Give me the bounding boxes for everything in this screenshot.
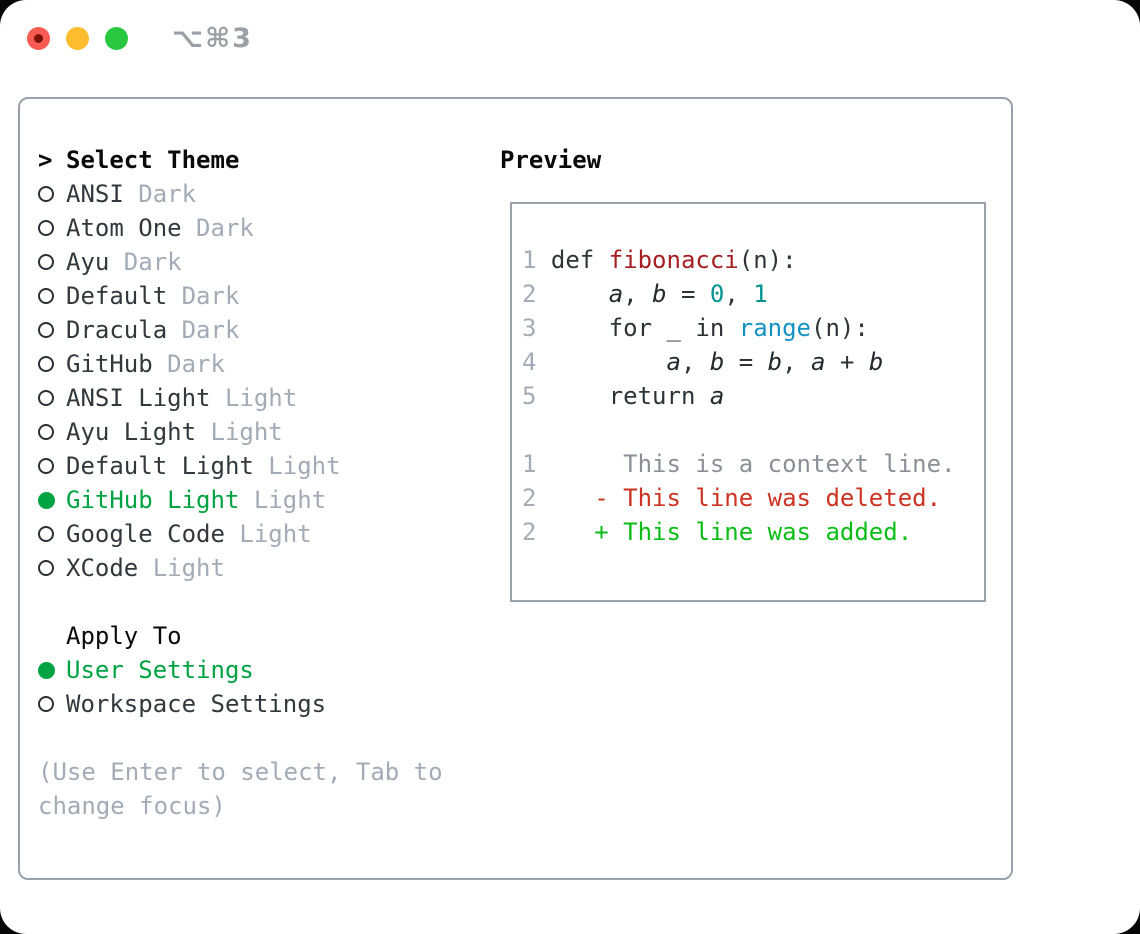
radio-icon [38, 424, 66, 440]
line-number: 2 [522, 484, 551, 512]
spacer [38, 721, 443, 755]
code-line: 1 This is a context line. [522, 450, 956, 478]
radio-icon [38, 458, 66, 474]
radio-icon [38, 560, 66, 576]
radio-icon [38, 390, 66, 406]
window-shortcut-label: ⌥⌘3 [172, 22, 253, 54]
code-line: 2 - This line was deleted. [522, 484, 942, 512]
theme-variant: Light [239, 520, 312, 548]
theme-option-atom-one[interactable]: Atom One Dark [38, 211, 443, 245]
theme-variant: Light [224, 384, 298, 412]
theme-variant: Dark [123, 248, 182, 276]
select-theme-header: > Select Theme [38, 143, 443, 177]
minimize-button[interactable] [66, 26, 89, 50]
theme-name: Dracula [66, 316, 182, 344]
theme-name: Default [66, 282, 182, 310]
theme-option-ayu[interactable]: Ayu Dark [38, 245, 443, 279]
blank-line [522, 413, 984, 447]
code-line: 3 for _ in range(n): [522, 314, 869, 342]
theme-variant: Light [152, 554, 225, 582]
radio-icon [38, 220, 66, 236]
theme-option-default[interactable]: Default Dark [38, 279, 443, 313]
select-theme-title: Select Theme [66, 146, 240, 174]
line-number: 2 [522, 518, 551, 546]
line-number: 4 [522, 348, 551, 376]
line-number: 1 [522, 246, 551, 274]
line-number: 5 [522, 382, 551, 410]
radio-selected-icon [38, 491, 66, 509]
theme-option-ayu-light[interactable]: Ayu Light Light [38, 415, 443, 449]
theme-option-google-code[interactable]: Google Code Light [38, 517, 443, 551]
line-number: 2 [522, 280, 551, 308]
theme-name: Default Light [66, 452, 269, 480]
theme-name: Ayu Light [66, 418, 211, 446]
radio-selected-icon [38, 661, 66, 679]
code-line: 5 return a [522, 382, 725, 410]
theme-option-default-light[interactable]: Default Light Light [38, 449, 443, 483]
theme-option-github[interactable]: GitHub Dark [38, 347, 443, 381]
radio-icon [38, 288, 66, 304]
radio-icon [38, 186, 66, 202]
radio-icon [38, 356, 66, 372]
theme-name: Google Code [66, 520, 240, 548]
close-button[interactable] [27, 26, 50, 50]
apply-to-title: Apply To [66, 622, 182, 650]
radio-icon [38, 322, 66, 338]
titlebar: ⌥⌘3 [27, 23, 253, 54]
theme-variant: Light [253, 486, 327, 514]
theme-name: Atom One [66, 214, 197, 242]
theme-name: GitHub Light [66, 486, 254, 514]
theme-option-github-light[interactable]: GitHub Light Light [38, 483, 443, 517]
theme-option-ansi-light[interactable]: ANSI Light Light [38, 381, 443, 415]
theme-variant: Dark [196, 214, 254, 242]
apply-to-header: Apply To [38, 619, 443, 653]
line-number: 3 [522, 314, 551, 342]
apply-option-label: Workspace Settings [66, 690, 327, 718]
theme-name: XCode [66, 554, 153, 582]
close-dot-icon [34, 33, 43, 43]
prompt-icon: > [38, 146, 53, 174]
theme-variant: Dark [167, 350, 225, 378]
radio-icon [38, 254, 66, 270]
theme-option-ansi[interactable]: ANSI Dark [38, 177, 443, 211]
code-line: 4 a, b = b, a + b [522, 348, 884, 376]
radio-icon [38, 696, 66, 712]
line-number: 1 [522, 450, 551, 478]
apply-option-label: User Settings [66, 656, 254, 684]
zoom-button[interactable] [105, 26, 128, 50]
code-line: 2 + This line was added. [522, 518, 913, 546]
theme-variant: Dark [138, 180, 197, 208]
code-line: 1 def fibonacci(n): [522, 246, 797, 274]
theme-variant: Dark [181, 316, 240, 344]
apply-option-workspace-settings[interactable]: Workspace Settings [38, 687, 443, 721]
theme-variant: Light [210, 418, 283, 446]
radio-icon [38, 526, 66, 542]
preview-title: Preview [500, 146, 602, 174]
theme-name: GitHub [66, 350, 168, 378]
spacer [38, 585, 443, 619]
preview-box: 1 def fibonacci(n): 2 a, b = 0, 1 3 for _ … [510, 202, 986, 602]
apply-option-user-settings[interactable]: User Settings [38, 653, 443, 687]
theme-option-xcode[interactable]: XCode Light [38, 551, 443, 585]
theme-name: ANSI [66, 180, 139, 208]
theme-name: Ayu [66, 248, 124, 276]
theme-variant: Light [268, 452, 341, 480]
theme-variant: Dark [181, 282, 240, 310]
hint-text-line1: (Use Enter to select, Tab to [38, 758, 443, 786]
theme-option-dracula[interactable]: Dracula Dark [38, 313, 443, 347]
code-line: 2 a, b = 0, 1 [522, 280, 768, 308]
theme-name: ANSI Light [66, 384, 225, 412]
hint-text-line2: change focus) [38, 792, 226, 820]
preview-code: 1 def fibonacci(n): 2 a, b = 0, 1 3 for _ … [522, 243, 984, 549]
